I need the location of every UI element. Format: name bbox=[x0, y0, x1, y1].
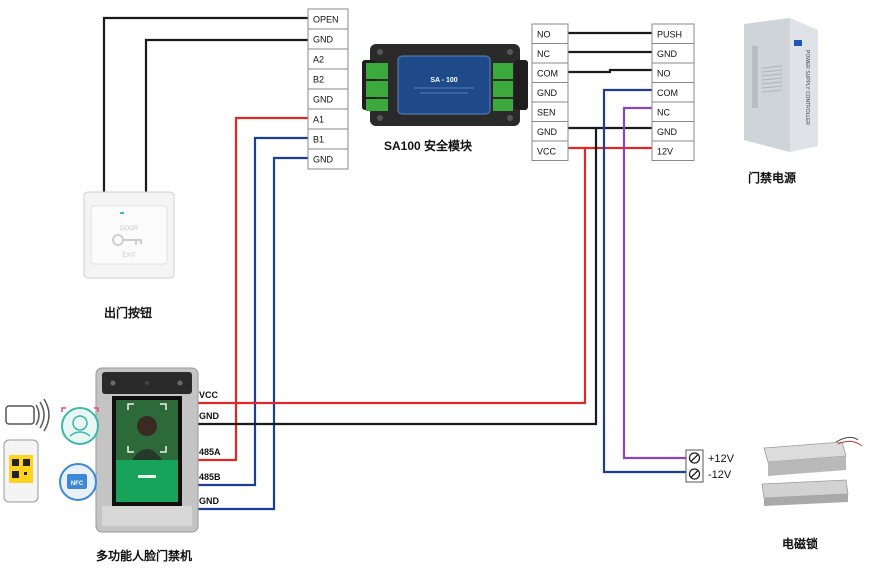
face-scan-frame bbox=[127, 403, 167, 453]
face-terminal-wire-label: GND bbox=[199, 496, 220, 506]
sa100-left-terminal: OPEN bbox=[307, 8, 349, 30]
power-supply-terminal: NC bbox=[651, 101, 695, 122]
wire-gnd bbox=[196, 126, 652, 426]
sa100-left-terminal: A2 bbox=[307, 48, 349, 70]
sa100-right-terminal-label: NC bbox=[537, 49, 550, 59]
power-supply-terminal-label: GND bbox=[657, 127, 678, 137]
sa100-right-terminal-label: GND bbox=[537, 88, 558, 98]
sa100-left-terminal-label: GND bbox=[313, 155, 334, 165]
sa100-right-terminal: COM bbox=[531, 62, 569, 83]
power-supply-terminal-block: PUSH GND NO COM NC GND 12V bbox=[651, 23, 695, 161]
power-supply-terminal-label: COM bbox=[657, 88, 678, 98]
sa100-left-terminal-label: B2 bbox=[313, 75, 324, 85]
wire-exit-open bbox=[102, 16, 308, 194]
sa100-right-terminal: VCC bbox=[531, 140, 569, 161]
power-supply-terminal: NO bbox=[651, 62, 695, 83]
power-supply-terminal: GND bbox=[651, 43, 695, 64]
lock-terminal-block bbox=[685, 449, 704, 483]
contactless-card-icon bbox=[5, 398, 50, 432]
power-supply-terminal: PUSH bbox=[651, 23, 695, 44]
sa100-right-terminal-block: NO NC COM GND SEN GND VCC bbox=[531, 23, 569, 161]
power-supply-box: POWER SUPPLY CONTROLLER bbox=[744, 18, 818, 152]
power-supply-terminal-label: NC bbox=[657, 107, 670, 117]
key-icon bbox=[112, 234, 142, 246]
sa100-right-terminal-label: GND bbox=[537, 127, 558, 137]
sa100-right-terminal-label: SEN bbox=[537, 107, 556, 117]
sa100-left-terminal-label: GND bbox=[313, 35, 334, 45]
wire-com-no bbox=[568, 68, 652, 74]
sa100-caption: SA100 安全模块 bbox=[384, 138, 473, 153]
exit-button-caption: 出门按钮 bbox=[104, 305, 152, 320]
face-terminal-wire-label: 485A bbox=[199, 447, 221, 457]
power-supply-terminal-label: GND bbox=[657, 49, 678, 59]
sa100-right-terminal-label: NO bbox=[537, 29, 551, 39]
qr-code-phone-icon bbox=[3, 439, 39, 503]
face-terminal-wire-label: VCC bbox=[199, 390, 219, 400]
sa100-left-terminal-label: A2 bbox=[313, 55, 324, 65]
sa100-left-terminal: GND bbox=[307, 148, 349, 170]
sa100-left-terminal: B1 bbox=[307, 128, 349, 150]
sa100-left-terminal: B2 bbox=[307, 68, 349, 90]
sa100-left-terminal-label: OPEN bbox=[313, 15, 339, 25]
sa100-left-terminal-label: A1 bbox=[313, 115, 324, 125]
sa100-right-terminal: NO bbox=[531, 23, 569, 44]
sa100-right-terminal: GND bbox=[531, 121, 569, 142]
power-supply-terminal-label: NO bbox=[657, 68, 671, 78]
face-terminal-wire-labels: VCC GND 485A 485B GND bbox=[199, 390, 221, 506]
sa100-left-terminal: GND bbox=[307, 28, 349, 50]
lock-terminal-minus: -12V bbox=[708, 469, 732, 481]
face-recognition-icon bbox=[61, 407, 99, 445]
power-supply-terminal: 12V bbox=[651, 140, 695, 161]
sa100-screen-text: SA - 100 bbox=[430, 77, 457, 84]
power-supply-terminal-label: 12V bbox=[657, 146, 673, 156]
sa100-left-terminal: A1 bbox=[307, 108, 349, 130]
exit-button-exit-text: EXIT bbox=[122, 253, 136, 259]
face-terminal-wire-label: GND bbox=[199, 411, 220, 421]
wire-485b bbox=[196, 136, 308, 487]
wire-vcc bbox=[196, 146, 652, 405]
face-terminal-wire-label: 485B bbox=[199, 472, 221, 482]
power-supply-terminal-label: PUSH bbox=[657, 29, 682, 39]
wire-485a bbox=[196, 116, 308, 462]
face-terminal-caption: 多功能人脸门禁机 bbox=[96, 548, 192, 563]
sa100-left-terminal: GND bbox=[307, 88, 349, 110]
sa100-module: SA - 100 bbox=[362, 44, 528, 126]
sa100-right-terminal-label: VCC bbox=[537, 146, 557, 156]
nfc-card-icon: NFC bbox=[59, 463, 97, 501]
wire-lock-minus bbox=[602, 88, 694, 474]
sa100-right-terminal-label: COM bbox=[537, 68, 558, 78]
power-supply-side-text: POWER SUPPLY CONTROLLER bbox=[804, 50, 810, 125]
wires bbox=[102, 16, 694, 511]
wire-gnd-term bbox=[196, 156, 308, 511]
svg-text:NFC: NFC bbox=[71, 481, 84, 487]
sa100-left-terminal-label: GND bbox=[313, 95, 334, 105]
magnetic-lock bbox=[761, 436, 863, 506]
power-supply-terminal: COM bbox=[651, 82, 695, 103]
wire-exit-gnd bbox=[144, 38, 308, 194]
power-supply-caption: 门禁电源 bbox=[748, 170, 796, 185]
face-terminal bbox=[95, 367, 199, 533]
sa100-left-terminal-label: B1 bbox=[313, 135, 324, 145]
sa100-right-terminal: NC bbox=[531, 43, 569, 64]
magnetic-lock-caption: 电磁锁 bbox=[782, 536, 818, 551]
sa100-right-terminal: GND bbox=[531, 82, 569, 103]
lock-terminal-plus: +12V bbox=[708, 453, 735, 465]
screw-icon bbox=[688, 468, 701, 480]
power-supply-terminal: GND bbox=[651, 121, 695, 142]
exit-button-door-text: DOOR bbox=[120, 226, 139, 232]
sa100-right-terminal: SEN bbox=[531, 101, 569, 122]
wire-lock-plus bbox=[622, 106, 694, 460]
screw-icon bbox=[688, 452, 701, 464]
exit-button: DOOR EXIT bbox=[83, 191, 175, 279]
